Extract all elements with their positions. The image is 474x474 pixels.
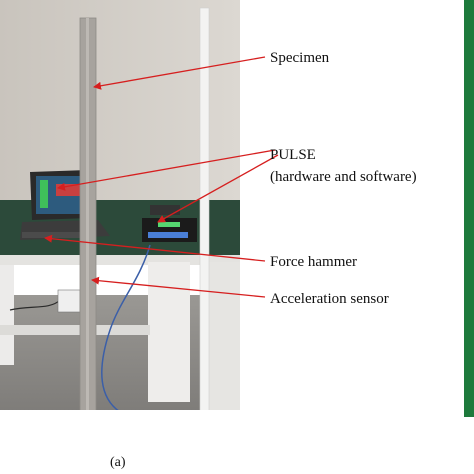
arrow-force-hammer: [44, 234, 266, 262]
label-specimen: Specimen: [270, 50, 330, 66]
side-panel: [464, 0, 474, 417]
power-strip: [57, 289, 81, 313]
cable: [9, 299, 61, 311]
figure-caption: (a): [110, 455, 126, 470]
specimen-highlight: [86, 18, 89, 417]
label-pulse: PULSE: [270, 147, 316, 163]
table-leg-right: [205, 262, 240, 412]
arrow-pulse-laptop: [57, 149, 276, 191]
photo-region: [0, 0, 240, 418]
table-leg-left: [0, 265, 14, 365]
photo-bottom-band: [0, 410, 240, 418]
label-pulse-subtitle: (hardware and software): [270, 169, 417, 185]
arrow-pulse-device: [157, 154, 279, 223]
table-rail: [0, 325, 150, 335]
vertical-pipe: [199, 7, 210, 418]
force-hammer-object: [22, 232, 92, 238]
arrow-acceleration-sensor: [91, 276, 266, 298]
annotation-arrows: [44, 56, 279, 298]
cable: [101, 244, 151, 413]
label-acceleration-sensor: Acceleration sensor: [270, 291, 389, 307]
table-edge: [0, 255, 240, 265]
arrow-specimen: [93, 56, 266, 90]
label-force-hammer: Force hammer: [270, 254, 358, 270]
pulse-device: [142, 205, 197, 242]
table-leg-mid: [148, 262, 190, 402]
